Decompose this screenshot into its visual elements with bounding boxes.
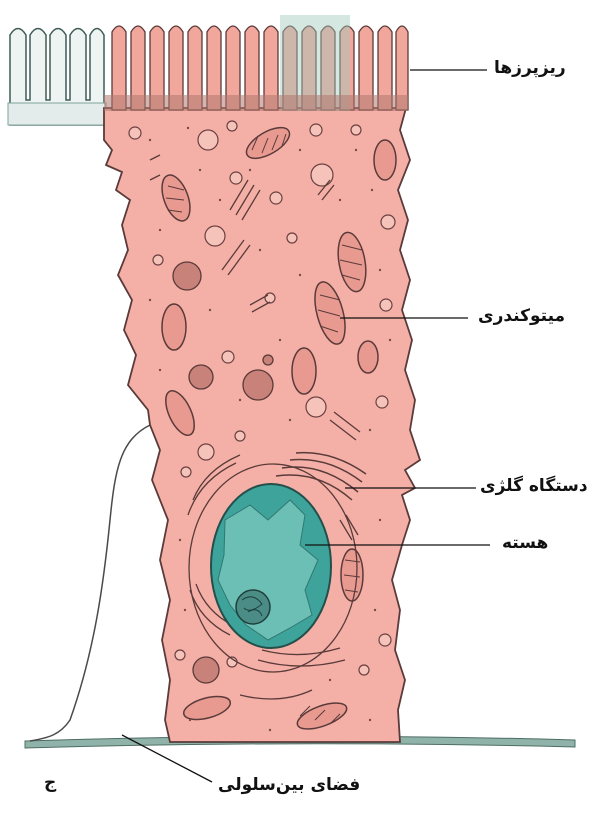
- label-intercellular-space: فضای بین‌سلولی: [218, 775, 360, 795]
- label-microvilli: ریزپرزها: [494, 58, 566, 78]
- nucleolus: [236, 590, 270, 624]
- terminal-web: [104, 95, 408, 111]
- label-golgi: دستگاه گلژی: [480, 476, 588, 496]
- label-nucleus: هسته: [502, 533, 548, 553]
- intercellular-space-outline: [30, 425, 150, 741]
- neighbor-cell-microvilli: [8, 29, 106, 126]
- panel-letter: ج: [44, 773, 56, 793]
- label-mitochondria: میتوکندری: [478, 306, 565, 326]
